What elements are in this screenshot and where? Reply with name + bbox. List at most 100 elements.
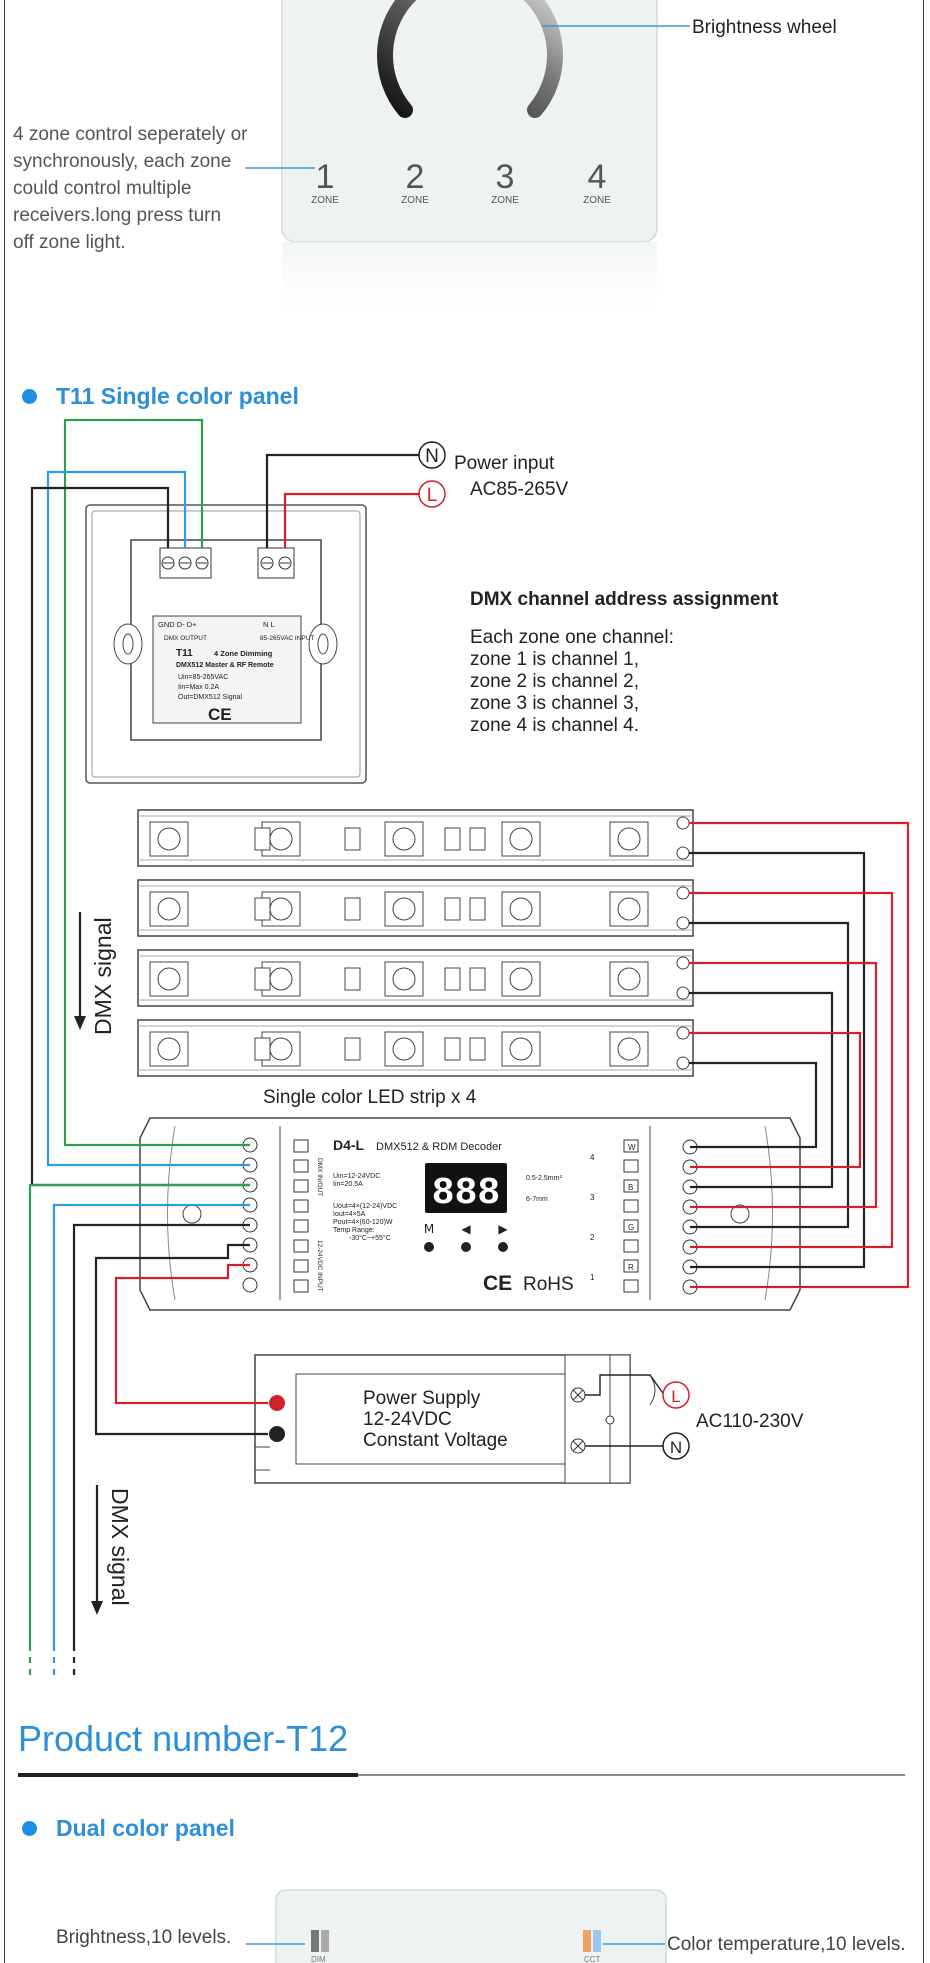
strip-terminal — [676, 846, 690, 860]
resistor — [344, 897, 361, 921]
brightness-wheel-label: Brightness wheel — [692, 17, 837, 38]
dmx-signal-label-upper: DMX signal — [90, 917, 116, 1035]
l-symbol-top — [418, 480, 446, 508]
decoder-channel-tag: G — [628, 1223, 634, 1232]
strip-terminal — [676, 1026, 690, 1040]
brightness-wheel-icon — [377, 0, 563, 118]
decoder-terminal-tag — [623, 1139, 639, 1153]
l-symbol-text: L — [427, 485, 438, 506]
zone-number: 4 — [588, 158, 607, 196]
n-symbol-psu — [662, 1432, 690, 1460]
psu-line: Constant Voltage — [363, 1430, 508, 1451]
resistor — [444, 967, 461, 991]
decoder-button-label: ◀ — [461, 1222, 471, 1236]
panel-model-desc: 4 Zone Dimming — [214, 649, 273, 658]
zone-desc-line: could control multiple — [13, 178, 191, 199]
strip-wires — [689, 821, 910, 1289]
dmx-line: zone 3 is channel 3, — [470, 693, 639, 714]
decoder-terminal-tag — [623, 1219, 639, 1233]
panel-ce: CE — [208, 705, 232, 724]
decoder-channel-number: 3 — [590, 1193, 595, 1202]
decoder-terminal-tag — [293, 1159, 309, 1173]
psu-line: Power Supply — [363, 1388, 481, 1409]
zone-desc-line: 4 zone control seperately or — [13, 124, 248, 145]
resistor — [444, 827, 461, 851]
psu-line: 12-24VDC — [363, 1409, 452, 1430]
decoder-button-label: ▶ — [498, 1222, 508, 1236]
decoder-display-text: 888 — [432, 1172, 500, 1215]
section-dot — [22, 389, 37, 404]
decoder-terminal-tag — [623, 1159, 639, 1173]
dmx-line: zone 1 is channel 1, — [470, 649, 639, 670]
n-symbol-psu-text: N — [670, 1438, 682, 1457]
strip-terminal — [676, 886, 690, 900]
n-symbol-text: N — [425, 446, 439, 467]
power-input-label: Power input — [454, 453, 555, 474]
zone-desc-line: off zone light. — [13, 232, 126, 253]
red-wire — [689, 961, 878, 1209]
decoder-wire-spec: 0.5-2.5mm² — [526, 1175, 562, 1182]
panel-dmx-terminals — [159, 547, 212, 579]
n-symbol-top — [418, 441, 446, 469]
top-panel — [245, 0, 690, 330]
decoder-spec: Iout=4×5A — [333, 1211, 366, 1218]
decoder-spec: Temp Range: — [333, 1227, 375, 1234]
panel-spec: Out=DMX512 Signal — [178, 694, 242, 701]
resistor — [469, 897, 486, 921]
zone-desc-line: synchronously, each zone — [13, 151, 231, 172]
dual-brightness-label: Brightness,10 levels. — [56, 1927, 231, 1948]
power-supply — [254, 1354, 656, 1484]
decoder-button — [498, 1242, 508, 1252]
black-wire — [689, 991, 834, 1189]
decoder-spec: Uin=12-24VDC — [333, 1173, 380, 1180]
led-strips — [137, 809, 694, 1077]
black-wire — [689, 851, 866, 1269]
t11-panel — [85, 504, 367, 784]
decoder-terminal-tag — [293, 1259, 309, 1273]
resistor — [469, 827, 486, 851]
led-strip-label: Single color LED strip x 4 — [263, 1087, 477, 1108]
decoder-terminal-tag — [293, 1179, 309, 1193]
zone-word: ZONE — [583, 195, 611, 206]
resistor — [469, 1037, 486, 1061]
panel-power-terminals — [257, 547, 295, 579]
decoder-ce: CE — [483, 1272, 512, 1295]
panel-inner — [91, 510, 361, 778]
strip-terminal — [676, 916, 690, 930]
panel-mount-hole-right — [308, 623, 338, 665]
dmx-line: Each zone one channel: — [470, 627, 674, 648]
dmx-arrow-lower — [91, 1485, 103, 1615]
resistor — [254, 897, 271, 921]
dim-icon — [311, 1930, 319, 1952]
decoder-terminal-tag — [293, 1219, 309, 1233]
resistor — [444, 1037, 461, 1061]
resistor — [254, 967, 271, 991]
decoder-channel-tag: W — [628, 1143, 636, 1152]
dmx-line: zone 2 is channel 2, — [470, 671, 639, 692]
page-frame — [4, 0, 924, 1963]
resistor — [344, 827, 361, 851]
black-wire — [689, 1061, 818, 1149]
decoder-power-label: 12-24VDC INPUT — [316, 1240, 323, 1292]
resistor — [444, 897, 461, 921]
zone-desc-line: receivers.long press turn — [13, 205, 221, 226]
wires — [28, 418, 666, 1680]
dmx-arrow-upper — [74, 912, 86, 1030]
decoder-display — [425, 1163, 507, 1213]
decoder-spec: -30°C~+55°C — [349, 1234, 391, 1242]
panel-model: T11 — [176, 648, 193, 659]
decoder-channel-number: 4 — [590, 1153, 595, 1162]
panel-term-right: N L — [263, 620, 275, 629]
strip-terminal — [676, 986, 690, 1000]
psu-ac-label: AC110-230V — [696, 1411, 804, 1432]
decoder-terminal — [242, 1277, 258, 1293]
panel-term-left-sub: DMX OUTPUT — [164, 635, 207, 642]
resistor — [344, 967, 361, 991]
decoder-spec: Pout=4×(60-120)W — [333, 1219, 393, 1226]
zone-description: 4 zone control seperately or synchronous… — [13, 124, 248, 253]
decoder-rohs: RoHS — [523, 1274, 574, 1295]
decoder-button — [424, 1242, 434, 1252]
l-symbol-psu-text: L — [671, 1387, 680, 1406]
